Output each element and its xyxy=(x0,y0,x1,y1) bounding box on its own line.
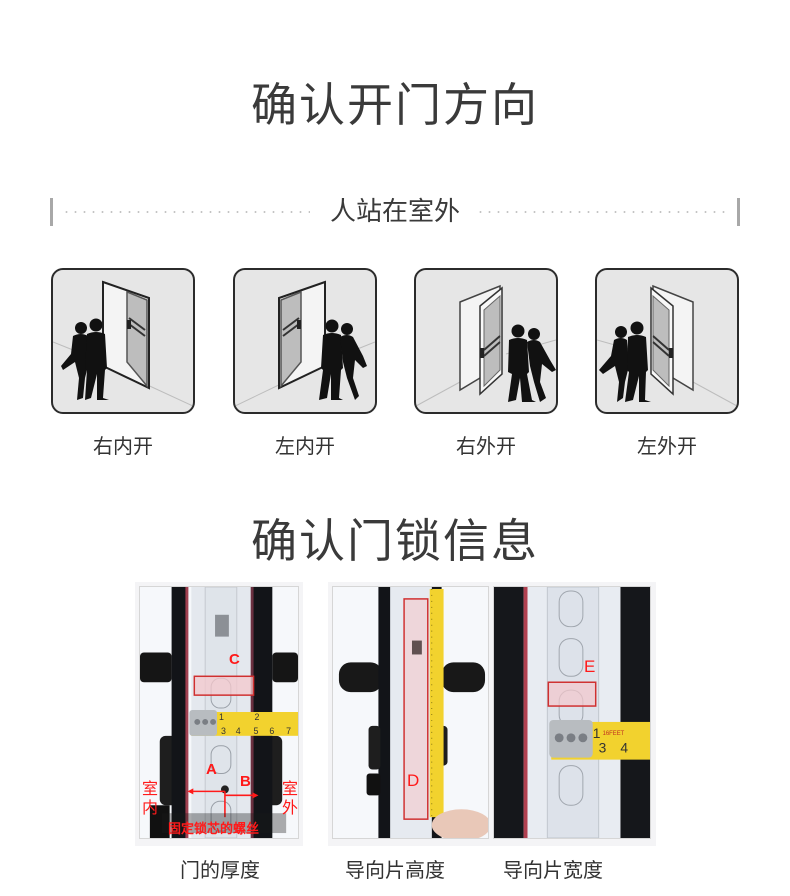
couple-silhouette-icon xyxy=(61,318,109,400)
door-option-label: 右内开 xyxy=(93,434,153,458)
guide-plate-width-photo: 1 16FEET 3 4 E xyxy=(493,586,651,839)
photo-caption: 门的厚度 xyxy=(180,858,260,882)
door-option-left-inward[interactable] xyxy=(233,268,377,414)
door-option-label: 左外开 xyxy=(637,434,697,458)
door-option-left-outward[interactable] xyxy=(595,268,739,414)
door-thickness-photo: 1 2 3 4 5 6 7 C A B 室 内 室 外 固定锁芯的螺丝 xyxy=(139,586,299,839)
svg-text:5: 5 xyxy=(254,726,259,736)
divider-left-bar xyxy=(50,198,53,226)
svg-text:4: 4 xyxy=(620,740,628,756)
annotation-a: A xyxy=(206,761,217,778)
svg-text:1: 1 xyxy=(593,725,601,741)
annotation-b: B xyxy=(240,773,251,790)
right-inward-door-illustration xyxy=(53,280,193,407)
photo-caption: 导向片宽度 xyxy=(503,858,603,882)
lock-section-title: 确认门锁信息 xyxy=(251,514,539,568)
standing-outside-divider: 人站在室外 xyxy=(50,197,740,227)
indoor-char-1: 室 xyxy=(142,779,159,798)
svg-text:3: 3 xyxy=(599,740,607,756)
svg-text:4: 4 xyxy=(236,726,241,736)
door-option-label: 右外开 xyxy=(456,434,516,458)
guide-plate-height-photo: D xyxy=(332,586,489,839)
left-outward-door-illustration xyxy=(597,284,737,407)
annotation-e: E xyxy=(584,657,596,676)
svg-text:1: 1 xyxy=(219,712,224,722)
couple-silhouette-icon xyxy=(319,319,367,400)
photo-caption: 导向片高度 xyxy=(345,858,445,882)
svg-text:16FEET: 16FEET xyxy=(603,731,625,737)
divider-right-dots xyxy=(476,211,728,213)
door-option-label: 左内开 xyxy=(275,434,335,458)
annotation-d: D xyxy=(407,771,420,790)
couple-silhouette-icon xyxy=(599,321,651,402)
annotation-outdoor: 室 外 xyxy=(282,779,298,817)
direction-section-title: 确认开门方向 xyxy=(251,78,539,132)
svg-text:7: 7 xyxy=(286,726,291,736)
couple-silhouette-icon xyxy=(508,324,556,402)
divider-left-dots xyxy=(62,211,310,213)
outdoor-char-1: 室 xyxy=(282,779,299,798)
svg-text:3: 3 xyxy=(221,726,226,736)
annotation-indoor: 室 内 xyxy=(142,779,158,817)
right-outward-door-illustration xyxy=(416,284,556,407)
svg-text:2: 2 xyxy=(255,712,260,722)
left-inward-door-illustration xyxy=(235,280,375,407)
divider-right-bar xyxy=(737,198,740,226)
indoor-char-2: 内 xyxy=(142,798,159,817)
annotation-lock-screw-note: 固定锁芯的螺丝 xyxy=(168,821,260,836)
outdoor-char-2: 外 xyxy=(282,798,299,817)
door-option-right-inward[interactable] xyxy=(51,268,195,414)
door-option-right-outward[interactable] xyxy=(414,268,558,414)
svg-text:6: 6 xyxy=(269,726,274,736)
annotation-c: C xyxy=(229,651,240,668)
divider-label: 人站在室外 xyxy=(329,197,460,227)
